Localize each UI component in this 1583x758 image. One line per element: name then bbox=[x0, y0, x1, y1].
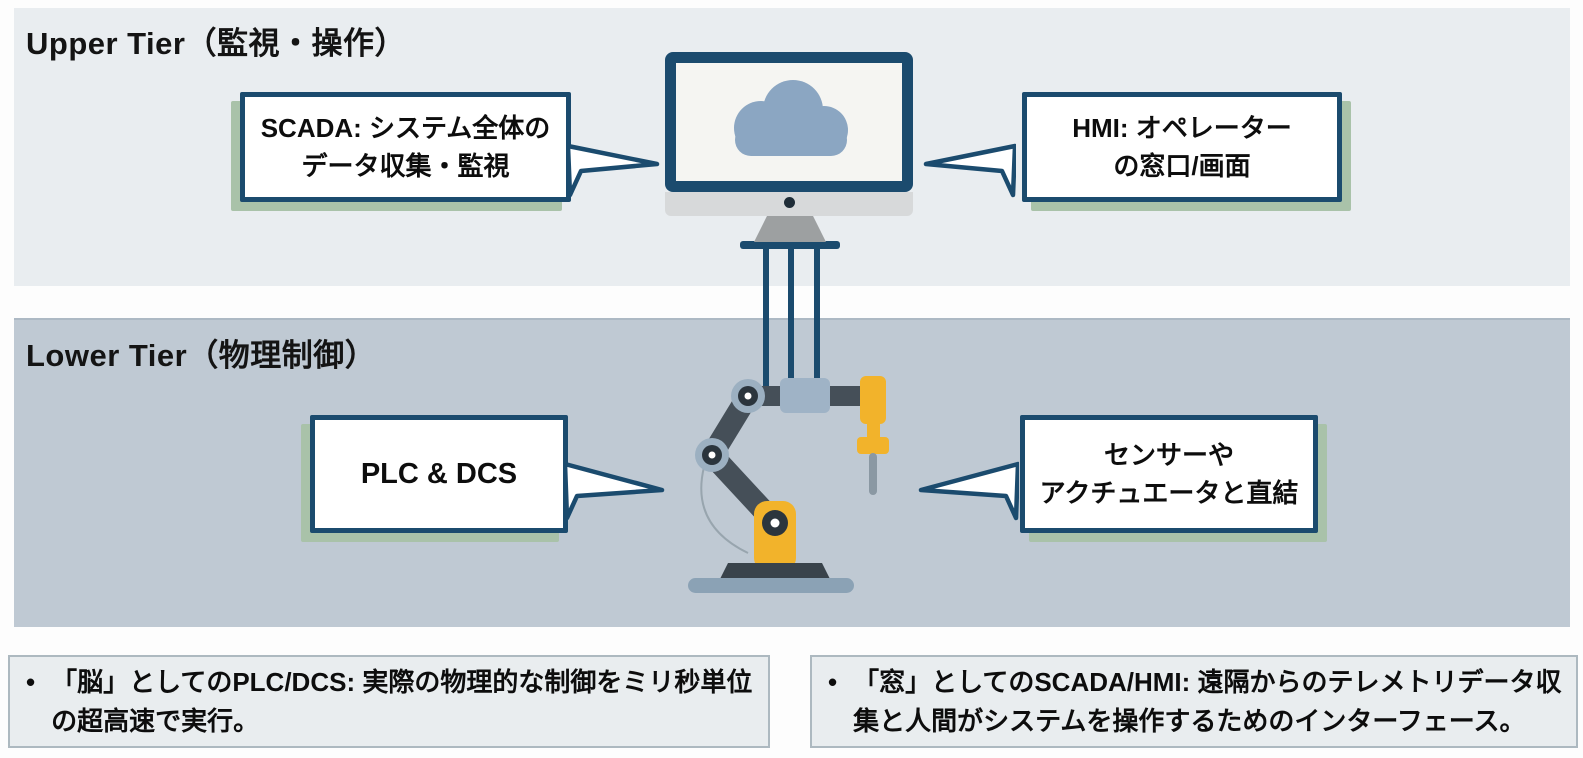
hmi-callout-line1: HMI: オペレーター bbox=[1072, 113, 1292, 143]
sensor-callout: センサーや アクチュエータと直結 bbox=[1020, 415, 1318, 533]
bullet-icon: • bbox=[26, 666, 36, 697]
monitor-stand bbox=[754, 216, 826, 242]
scada-callout-line1: SCADA: システム全体の bbox=[260, 113, 551, 143]
hmi-callout: HMI: オペレーター の窓口/画面 bbox=[1022, 92, 1342, 202]
plc-callout-line1: PLC & DCS bbox=[360, 458, 518, 490]
robot-arm-icon bbox=[688, 241, 889, 593]
plc-callout: PLC & DCS bbox=[310, 415, 568, 533]
hmi-callout-line2: の窓口/画面 bbox=[1113, 151, 1251, 181]
robot-base-pedestal bbox=[720, 563, 830, 579]
cloud-icon bbox=[734, 80, 848, 156]
lower-tier-title: Lower Tier（物理制御） bbox=[26, 338, 377, 373]
upper-tier-title: Upper Tier（監視・操作） bbox=[26, 26, 406, 61]
robot-joint-base bbox=[762, 510, 788, 536]
scada-pointer-icon bbox=[567, 143, 660, 198]
scada-callout-line2: データ収集・監視 bbox=[301, 151, 510, 181]
hmi-pointer-icon bbox=[923, 143, 1016, 198]
robot-joint-mid bbox=[695, 438, 729, 472]
robot-base-bar bbox=[688, 578, 854, 593]
camera-dot-icon bbox=[784, 197, 795, 208]
robot-coupler bbox=[780, 378, 830, 413]
scada-callout: SCADA: システム全体の データ収集・監視 bbox=[240, 92, 571, 202]
robot-tool-icon bbox=[857, 376, 889, 495]
sensor-callout-line1: センサーや bbox=[1103, 440, 1234, 470]
note-plc-text: 「脳」としてのPLC/DCS: 実際の物理的な制御をミリ秒単位の超高速で実行。 bbox=[51, 666, 753, 736]
note-box-scada-hmi: • 「窓」としてのSCADA/HMI: 遠隔からのテレメトリデータ収集と人間がシ… bbox=[810, 655, 1578, 748]
connection-cables-icon bbox=[763, 245, 820, 393]
robot-joint-top bbox=[731, 379, 765, 413]
sensor-pointer-icon bbox=[918, 461, 1019, 521]
sensor-callout-line2: アクチュエータと直結 bbox=[1039, 478, 1299, 508]
note-scada-hmi-text: 「窓」としてのSCADA/HMI: 遠隔からのテレメトリデータ収集と人間がシステ… bbox=[853, 666, 1562, 736]
note-box-plc: • 「脳」としてのPLC/DCS: 実際の物理的な制御をミリ秒単位の超高速で実行… bbox=[8, 655, 770, 748]
plc-pointer-icon bbox=[564, 461, 665, 521]
bullet-icon: • bbox=[828, 666, 838, 697]
robot-wire bbox=[700, 466, 749, 554]
